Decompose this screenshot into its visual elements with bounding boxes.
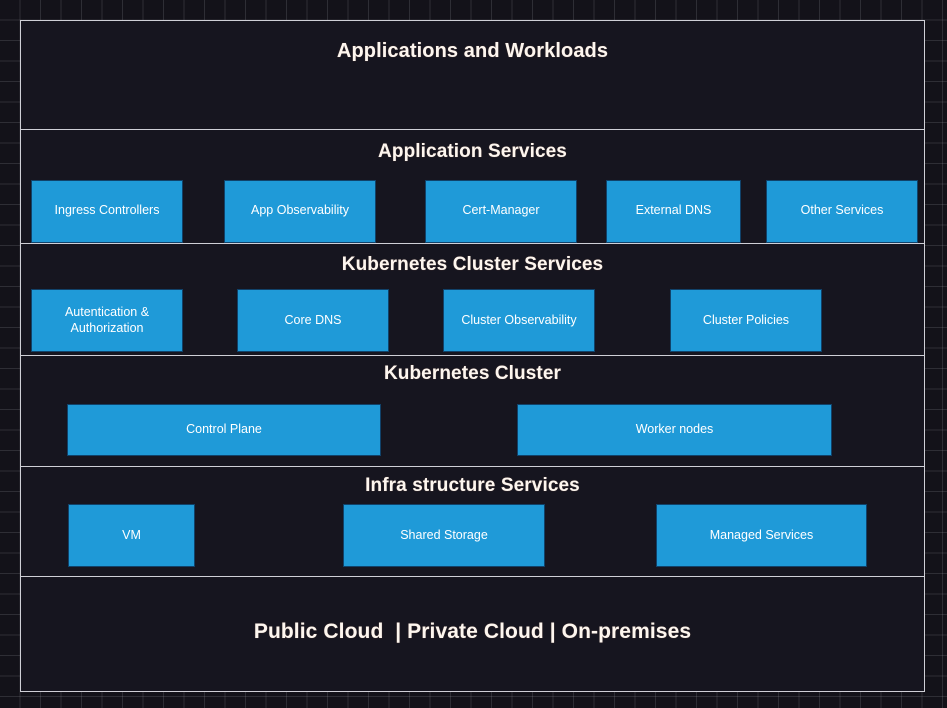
- node-label: Control Plane: [186, 421, 262, 436]
- node-external-dns[interactable]: External DNS: [606, 179, 741, 243]
- layer-applications-and-workloads[interactable]: Applications and Workloads: [20, 20, 925, 130]
- layer-title-kubernetes-cluster-services: Kubernetes Cluster Services: [341, 254, 604, 275]
- node-cluster-observability[interactable]: Cluster Observability: [443, 289, 595, 352]
- node-label: Cert-Manager: [462, 203, 540, 218]
- layer-title-deployment-targets: Public Cloud | Private Cloud | On-premis…: [253, 619, 692, 643]
- node-label: Other Services: [800, 203, 884, 218]
- node-label: Shared Storage: [400, 527, 488, 542]
- node-label: Core DNS: [284, 312, 342, 327]
- node-control-plane[interactable]: Control Plane: [67, 403, 381, 456]
- node-shared-storage[interactable]: Shared Storage: [343, 504, 545, 567]
- layer-application-services[interactable]: Application Services Ingress Controllers…: [20, 128, 925, 245]
- node-label: Cluster Policies: [702, 312, 790, 327]
- platform-stack-diagram: Applications and Workloads Application S…: [20, 20, 925, 695]
- node-other-services[interactable]: Other Services: [766, 179, 918, 243]
- layer-infrastructure-services[interactable]: Infra structure Services VM Shared Stora…: [20, 466, 925, 577]
- node-vm[interactable]: VM: [68, 504, 195, 567]
- node-core-dns[interactable]: Core DNS: [237, 289, 389, 352]
- node-app-observability[interactable]: App Observability: [224, 179, 376, 243]
- layer-title-kubernetes-cluster: Kubernetes Cluster: [383, 362, 562, 384]
- node-cluster-policies[interactable]: Cluster Policies: [670, 289, 822, 352]
- layer-title-applications-and-workloads: Applications and Workloads: [336, 40, 609, 62]
- layer-title-infrastructure-services: Infra structure Services: [365, 475, 580, 496]
- node-label: Worker nodes: [635, 421, 714, 436]
- node-label: App Observability: [251, 203, 349, 218]
- node-label: Cluster Observability: [461, 312, 577, 327]
- layer-title-application-services: Application Services: [378, 140, 567, 162]
- node-label: External DNS: [635, 203, 712, 218]
- node-label: Autentication & Authorization: [64, 305, 150, 335]
- node-managed-services[interactable]: Managed Services: [656, 504, 867, 567]
- node-cert-manager[interactable]: Cert-Manager: [425, 179, 577, 243]
- node-label: VM: [122, 527, 141, 542]
- node-authentication-and-authorization[interactable]: Autentication & Authorization: [31, 289, 183, 352]
- layer-kubernetes-cluster[interactable]: Kubernetes Cluster Control Plane Worker …: [20, 354, 925, 468]
- layer-deployment-targets[interactable]: Public Cloud | Private Cloud | On-premis…: [20, 575, 925, 692]
- node-ingress-controllers[interactable]: Ingress Controllers: [31, 179, 183, 243]
- node-label: Ingress Controllers: [54, 203, 160, 218]
- node-label: Managed Services: [709, 527, 814, 542]
- layer-kubernetes-cluster-services[interactable]: Kubernetes Cluster Services Autenticatio…: [20, 243, 925, 356]
- node-worker-nodes[interactable]: Worker nodes: [517, 403, 832, 456]
